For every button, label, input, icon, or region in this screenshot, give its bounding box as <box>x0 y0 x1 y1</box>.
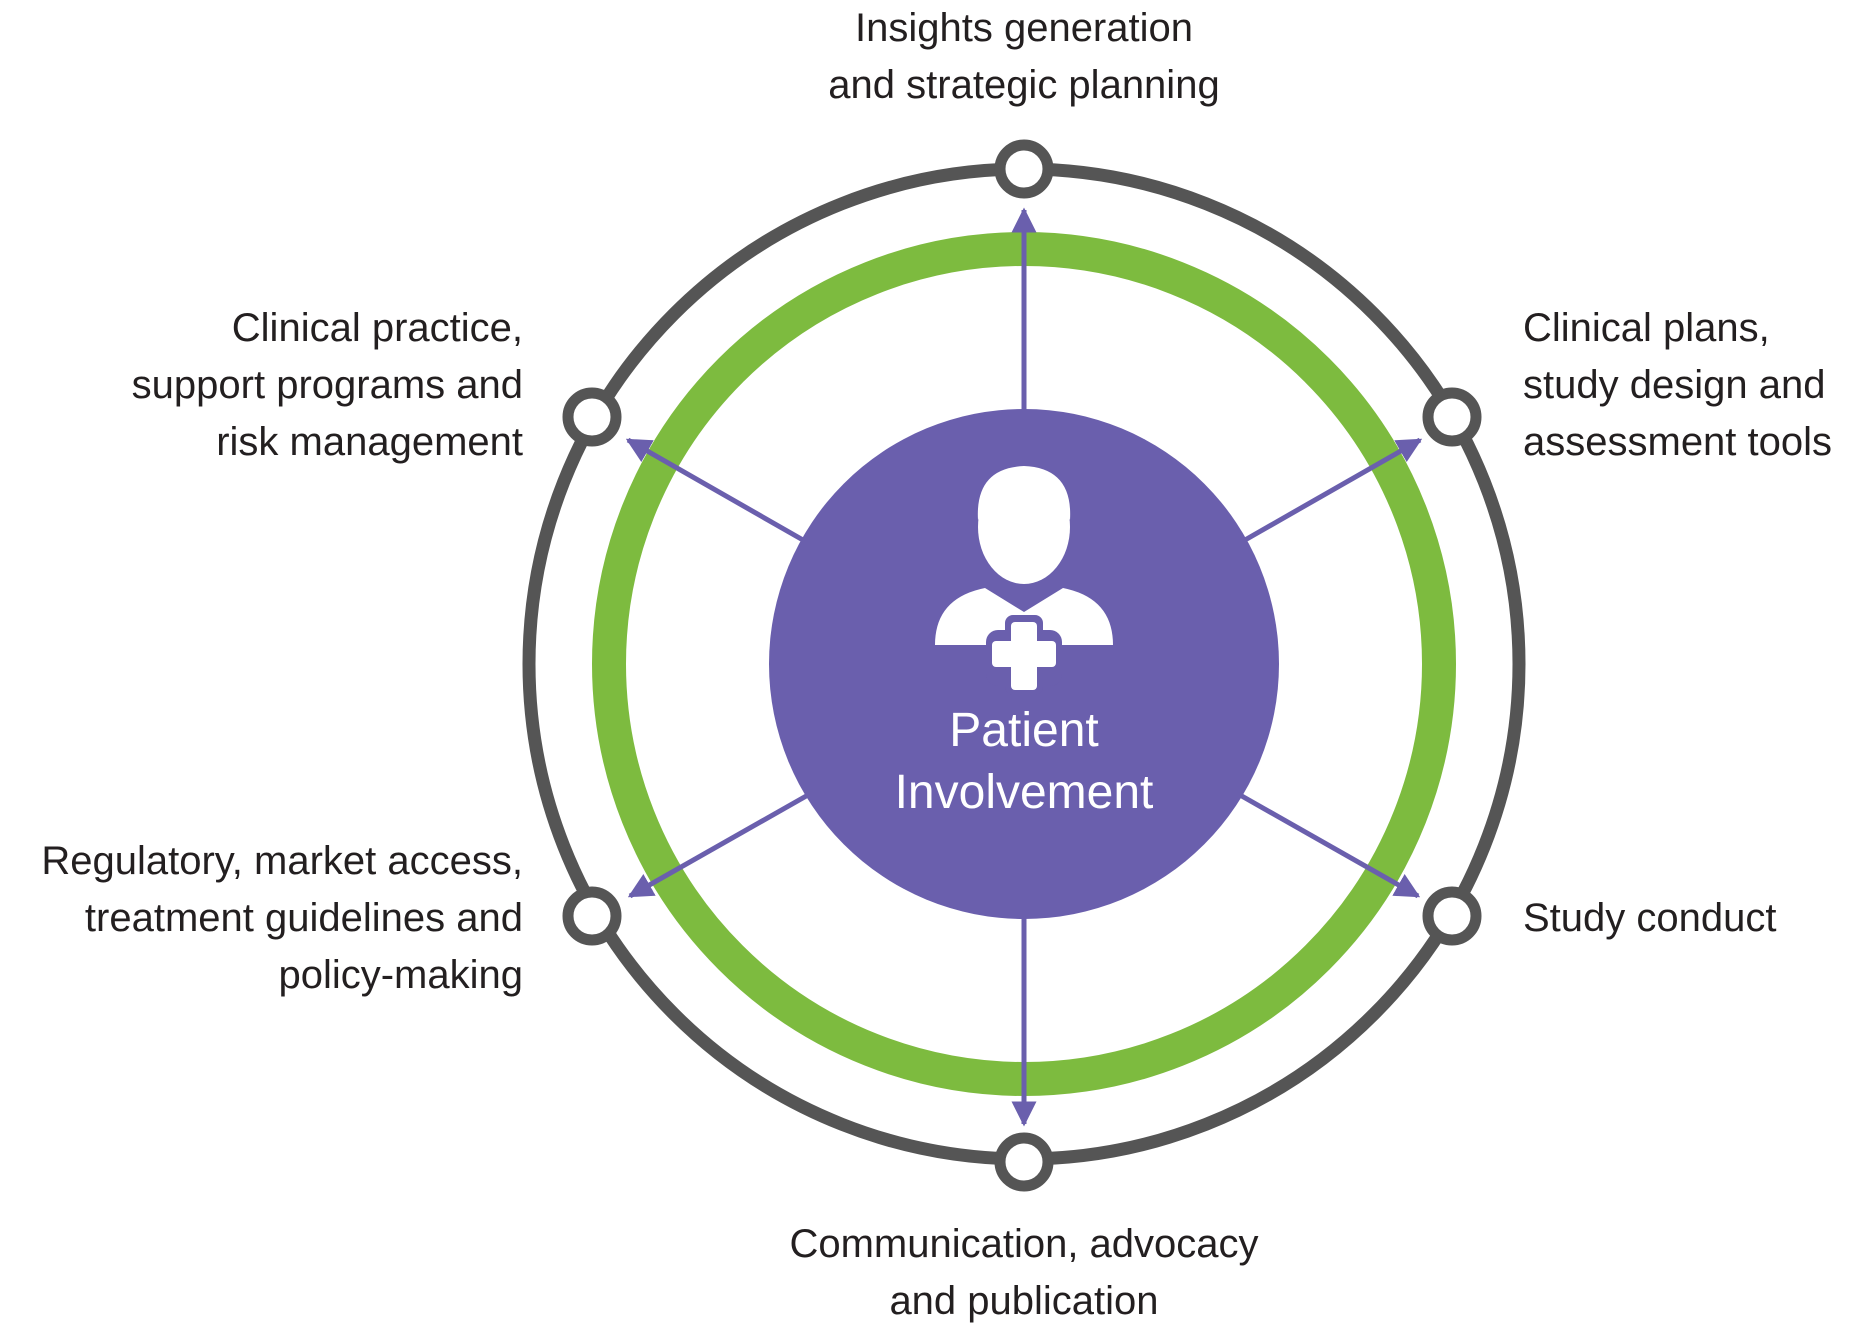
label-lower-left-line1: Regulatory, market access, <box>41 839 523 883</box>
label-upper-left-line1: Clinical practice, <box>231 306 523 350</box>
node-upper-right <box>1422 387 1482 447</box>
label-lower-left-line2: treatment guidelines and <box>84 896 523 940</box>
label-upper-left: Clinical practice, support programs and … <box>0 300 523 471</box>
label-bottom-line1: Communication, advocacy <box>789 1222 1259 1266</box>
label-upper-right: Clinical plans, study design and assessm… <box>1523 300 1832 471</box>
label-top-line1: Insights generation <box>854 6 1193 50</box>
center-label-line1: Patient <box>949 704 1099 757</box>
label-lower-right-line1: Study conduct <box>1523 896 1777 940</box>
node-lower-right <box>1422 886 1482 946</box>
patient-plus-icon <box>935 466 1113 695</box>
label-upper-right-line2: study design and <box>1523 363 1826 407</box>
arrow-lower-right <box>1238 792 1421 899</box>
node-bottom <box>994 1132 1054 1192</box>
label-top-line2: and strategic planning <box>828 63 1220 107</box>
label-upper-left-line2: support programs and <box>131 363 523 407</box>
arrow-upper-left <box>625 437 805 543</box>
node-lower-left <box>562 886 622 946</box>
label-upper-left-line3: risk management <box>216 420 523 464</box>
node-upper-left <box>562 387 622 447</box>
node-top <box>994 139 1054 199</box>
label-top: Insights generation and strategic planni… <box>774 0 1274 114</box>
arrow-upper-right <box>1243 437 1423 543</box>
connector-arrows <box>625 207 1423 1127</box>
label-lower-left-line3: policy-making <box>278 953 523 997</box>
center-label: Patient Involvement <box>824 700 1224 824</box>
label-bottom-line2: and publication <box>889 1279 1159 1323</box>
label-bottom: Communication, advocacy and publication <box>724 1216 1324 1330</box>
label-upper-right-line3: assessment tools <box>1523 420 1833 464</box>
ring-nodes <box>562 139 1482 1192</box>
label-lower-left: Regulatory, market access, treatment gui… <box>0 833 523 1004</box>
label-lower-right: Study conduct <box>1523 890 1777 947</box>
center-label-line2: Involvement <box>894 766 1154 819</box>
arrow-lower-left <box>627 792 810 899</box>
label-upper-right-line1: Clinical plans, <box>1523 306 1770 350</box>
